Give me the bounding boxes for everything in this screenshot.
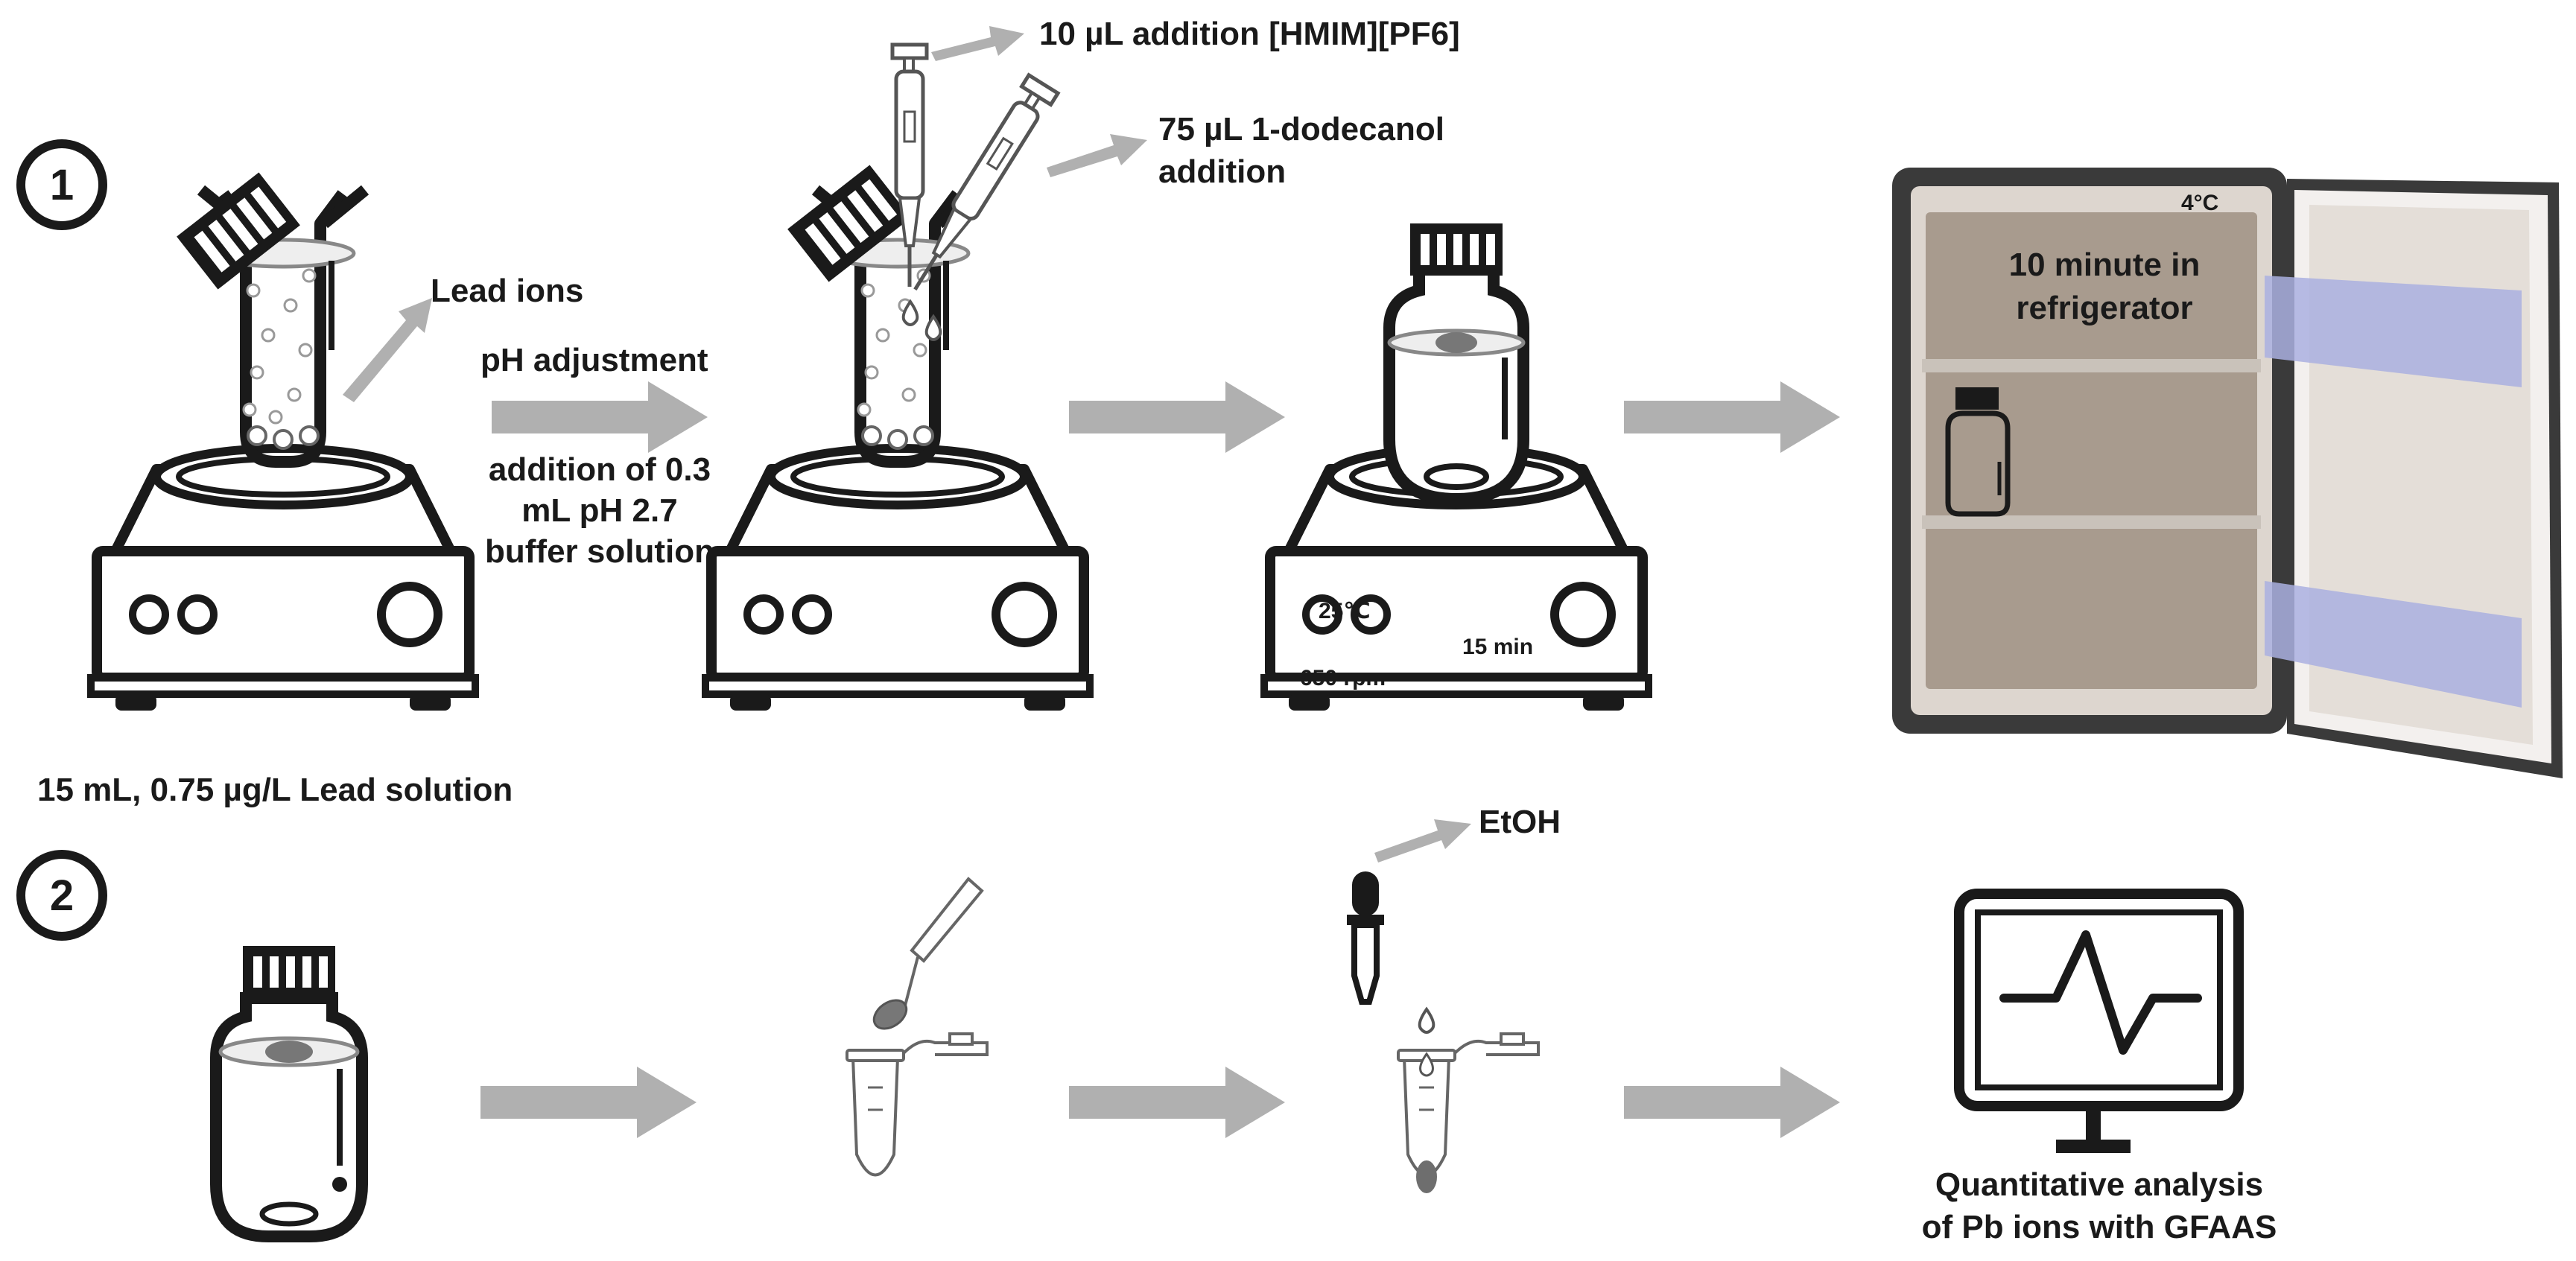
step-2-badge: 2 (16, 850, 107, 941)
micropipette-ionic-liquid-icon (890, 42, 929, 287)
bottle-icon (210, 946, 368, 1242)
door-bin-lower (2265, 581, 2522, 708)
arrow-icon (1069, 1067, 1285, 1138)
dropper-icon (1347, 871, 1384, 1005)
dodecanol-label-line2: addition (1158, 153, 1286, 190)
fridge-label-line2: refrigerator (2016, 290, 2192, 326)
buffer-label-line1: addition of 0.3 (489, 451, 711, 488)
fridge-label-line1: 10 minute in (2009, 247, 2201, 283)
small-bottle-icon (1945, 387, 2011, 517)
refrigerator-icon (1892, 168, 2563, 778)
step-1-badge: 1 (16, 139, 107, 230)
arrow-icon (1069, 381, 1285, 453)
dodecanol-label-line1: 75 µL 1-dodecanol (1158, 111, 1444, 147)
fridge-temperature-label: 4°C (2181, 191, 2218, 215)
microtube-icon (1397, 1032, 1540, 1193)
stirring-time-label: 15 min (1462, 635, 1533, 659)
stirring-speed-label: 650 rpm (1300, 666, 1386, 690)
analysis-label-line1: Quantitative analysis (1935, 1166, 2263, 1203)
step-1-number: 1 (50, 161, 74, 209)
etoh-pointer-arrow (1374, 819, 1471, 863)
stage-1-sample-beaker (91, 172, 475, 711)
hotplate-stirrer-icon (705, 448, 1090, 711)
arrow-icon (1624, 381, 1840, 453)
il-pointer-arrow (931, 26, 1024, 61)
lead-ions-label: Lead ions (431, 273, 583, 309)
spatula-icon (872, 877, 984, 1030)
ph-adjustment-label: pH adjustment (480, 342, 708, 378)
step-2-number: 2 (50, 871, 74, 920)
arrow-icon (480, 1067, 697, 1138)
droplet-icon (1418, 1006, 1435, 1034)
etoh-label: EtOH (1479, 804, 1561, 840)
monitor-icon (1954, 889, 2244, 1153)
stage-3-stirring (1264, 223, 1649, 711)
droplet-icon (901, 299, 942, 341)
microtube-icon (846, 1032, 989, 1177)
beaker-icon (201, 190, 365, 462)
sample-volume-label: 15 mL, 0.75 µg/L Lead solution (37, 772, 513, 808)
buffer-label-line2: mL pH 2.7 (521, 492, 677, 529)
arrow-icon (1624, 1067, 1840, 1138)
beaker-cap-icon (177, 172, 300, 290)
arrow-icon (492, 381, 708, 453)
bottle-icon (1383, 223, 1529, 506)
dodecanol-pointer-arrow (1047, 134, 1147, 177)
door-bin-upper (2265, 276, 2522, 387)
buffer-label-line3: buffer solution (485, 533, 714, 570)
hotplate-stirrer-icon (91, 448, 475, 711)
stage-2-extractant-addition (705, 165, 1090, 711)
micropipette-dodecanol-icon (913, 72, 1061, 290)
analysis-label-line2: of Pb ions with GFAAS (1922, 1209, 2277, 1245)
temperature-label: 25℃ (1319, 599, 1371, 623)
lead-ions-pointer-arrow (343, 298, 432, 402)
ionic-liquid-label: 10 µL addition [HMIM][PF6] (1039, 16, 1460, 52)
